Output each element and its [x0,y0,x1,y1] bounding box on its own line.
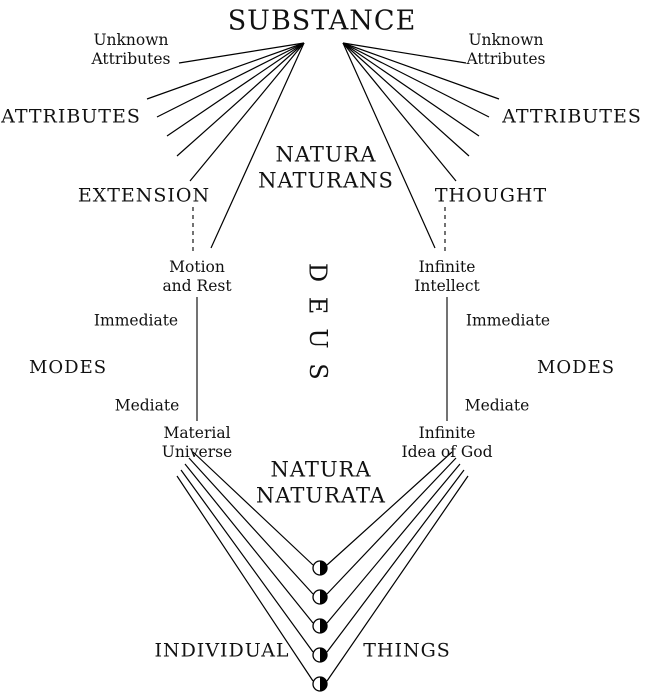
immediate-left-label: Immediate [93,311,179,330]
half-circle-icon [312,589,328,605]
extension-label: EXTENSION [77,184,211,207]
mediate-right-label: Mediate [464,396,530,415]
dashed-connectors [192,207,446,251]
modes-vertical-lines [196,297,448,421]
unknown-attributes-right-label: Unknown Attributes [466,31,546,68]
attributes-right-label: ATTRIBUTES [502,105,642,128]
lower-right-fan-lines [326,451,469,682]
infinite-intellect-label: Infinite Intellect [414,258,480,295]
deus-vertical-label: D E U S [303,262,332,380]
half-circle-icon [312,618,328,634]
individual-things-circles [312,560,328,692]
half-circle-icon [312,647,328,663]
natura-naturata-label: NATURA NATURATA [256,457,386,507]
half-circle-icon [312,560,328,576]
individual-label: INDIVIDUAL [154,639,290,662]
thought-label: THOUGHT [434,184,548,207]
lower-left-fan-lines [176,451,314,682]
motion-and-rest-label: Motion and Rest [162,258,232,295]
half-circle-icon [312,676,328,692]
modes-left-label: MODES [28,357,108,379]
mediate-left-label: Mediate [114,396,180,415]
natura-naturans-label: NATURA NATURANS [258,142,394,192]
things-label: THINGS [363,639,451,662]
attributes-left-label: ATTRIBUTES [1,105,141,128]
immediate-right-label: Immediate [465,311,551,330]
material-universe-label: Material Universe [161,424,233,461]
modes-right-label: MODES [536,357,616,379]
unknown-attributes-left-label: Unknown Attributes [91,31,171,68]
top-left-fan-lines [146,42,305,249]
infinite-idea-of-god-label: Infinite Idea of God [401,424,493,461]
substance-label: SUBSTANCE [227,5,417,37]
top-right-fan-lines [342,42,500,249]
